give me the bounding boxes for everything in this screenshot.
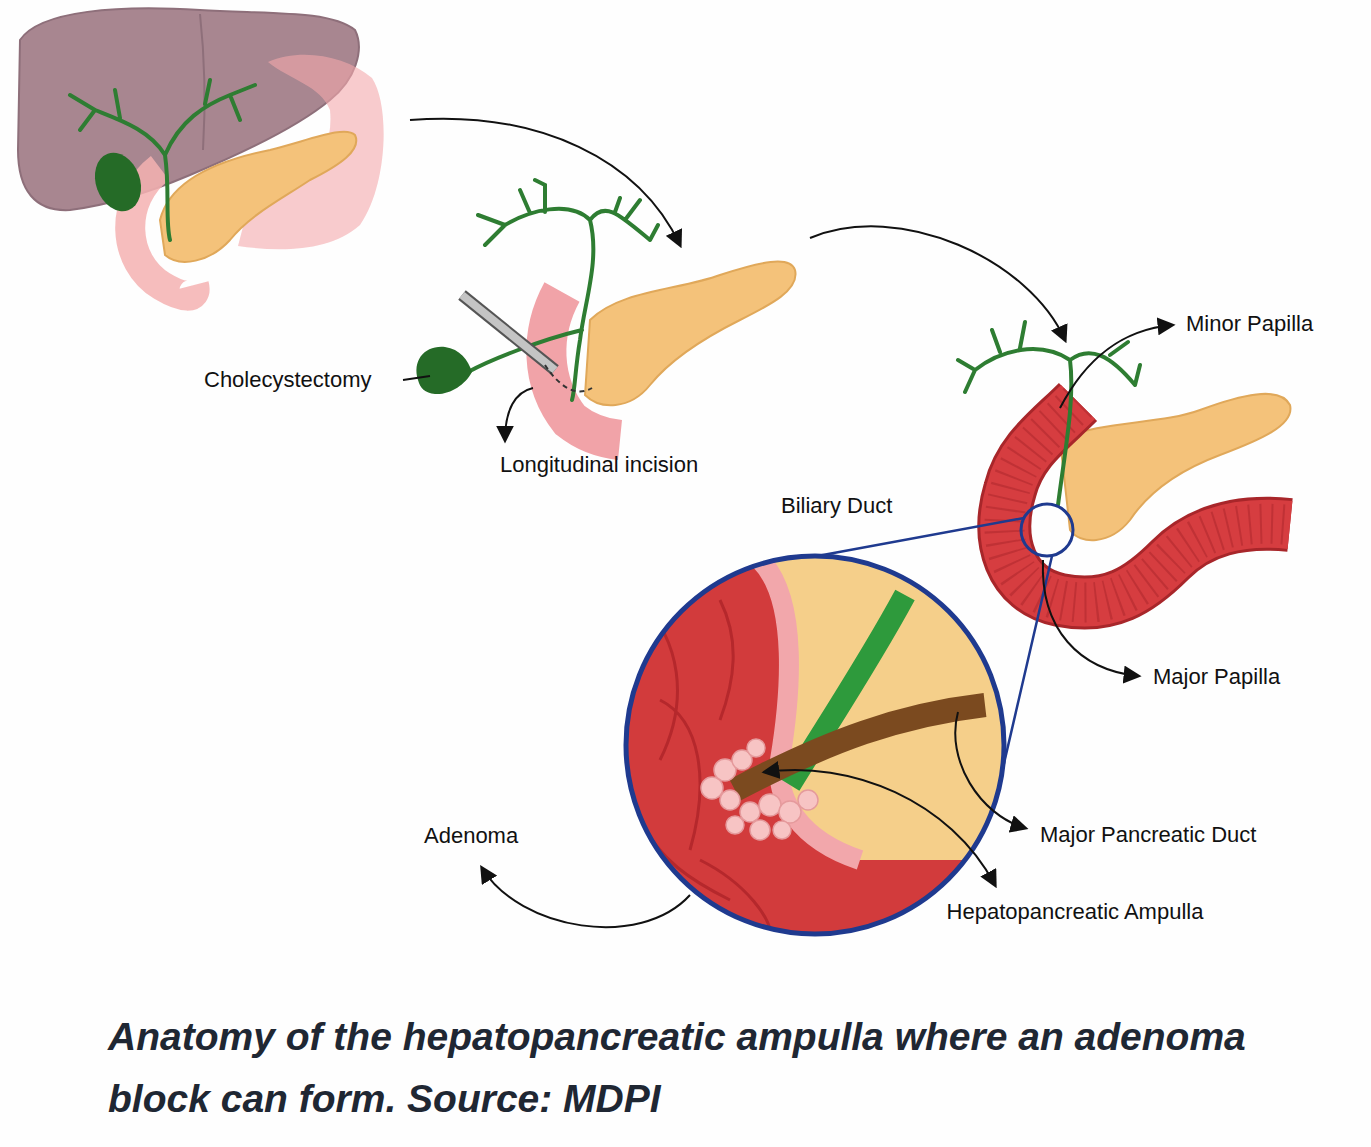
part-label: Longitudinal incision [500,450,698,480]
adenoma-lobule [747,739,765,757]
scalpel-blade [462,295,555,370]
adenoma-lobule [701,777,723,799]
leader-arrow [955,712,1025,828]
adenoma-lobule [740,802,760,822]
step-arrow [410,119,680,245]
figure-caption: Anatomy of the hepatopancreatic ampulla … [108,1006,1258,1130]
adenoma-lobule [750,820,770,840]
adenoma-lobule [720,790,740,810]
focus-circle [1021,504,1073,556]
part-label: Major Pancreatic Duct [1040,820,1256,850]
zoom-circle [626,556,1004,934]
leader-arrow [482,868,690,927]
bile-duct-tree [958,322,1140,505]
leader-arrow [505,388,533,440]
adenoma-lobule [726,816,744,834]
adenoma-lobule [759,794,781,816]
leader-arrow [765,770,995,885]
leader-arrow [1043,560,1138,676]
adenoma-lobule [773,821,791,839]
part-label: Cholecystectomy [204,365,372,395]
pancreas-shape [160,132,356,262]
gallbladder-shape [417,347,472,394]
pancreas-shape [585,262,796,406]
gallbladder-shape [87,146,149,217]
scalpel-outline [462,295,555,370]
liver-lobe-line [200,14,205,150]
stage-two [403,180,796,440]
adenoma-lobule [798,790,818,810]
part-label: Hepatopancreatic Ampulla [945,897,1205,927]
adenoma-cluster [701,739,818,840]
bile-duct-tree [70,80,255,240]
part-label: Minor Papilla [1186,309,1313,339]
step-arrow [810,226,1065,340]
part-label: Major Papilla [1153,662,1280,692]
bile-duct-tree [468,180,658,400]
leader-line [403,376,430,380]
adenoma-lobule [779,801,801,823]
leader-arrow [1060,325,1172,408]
part-label: Adenoma [424,821,518,851]
stage-one [18,8,384,295]
incision-line [545,365,592,391]
zoom-view [620,540,1020,950]
pancreatic-duct [735,705,985,790]
part-label: Biliary Duct [781,491,892,521]
